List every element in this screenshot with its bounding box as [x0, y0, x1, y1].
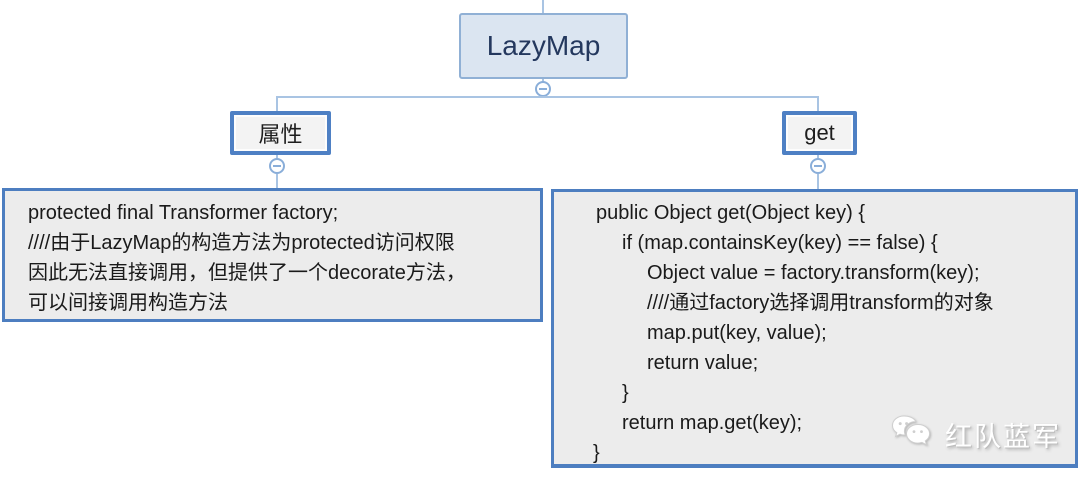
attr-detail-line: ////由于LazyMap的构造方法为protected访问权限 — [28, 232, 455, 254]
topic-lazymap-label: LazyMap — [486, 30, 601, 61]
watermark-label: 红队蓝军 — [945, 421, 1061, 452]
code-line: Object value = factory.transform(key); — [647, 262, 980, 284]
code-line: return value; — [647, 352, 759, 374]
attr-detail-line: protected final Transformer factory; — [28, 202, 339, 224]
topic-attr-detail[interactable]: protected final Transformer factory; ///… — [2, 188, 543, 322]
topic-get[interactable]: get — [782, 111, 857, 155]
attr-detail-line: 因此无法直接调用，但提供了一个decorate方法， — [28, 262, 466, 284]
code-line: public Object get(Object key) { — [596, 202, 866, 224]
code-line: return map.get(key); — [622, 412, 803, 434]
minus-icon — [539, 88, 547, 90]
topic-attr-label: 属性 — [258, 122, 303, 147]
wechat-icon — [891, 414, 937, 454]
minus-icon — [814, 165, 822, 167]
watermark: 红队蓝军 — [891, 414, 1061, 454]
connector-parent-root — [542, 0, 544, 13]
attr-detail-line: 可以间接调用构造方法 — [28, 292, 228, 314]
topic-get-detail[interactable]: public Object get(Object key) { if (map.… — [551, 189, 1078, 468]
topic-attr[interactable]: 属性 — [230, 111, 331, 155]
connector-drop-get — [817, 96, 819, 112]
collapse-icon-get[interactable] — [810, 158, 826, 174]
collapse-icon-root[interactable] — [535, 81, 551, 97]
connector-get-detail — [817, 174, 819, 189]
code-line: } — [593, 442, 600, 464]
topic-lazymap[interactable]: LazyMap — [459, 13, 628, 79]
code-line: map.put(key, value); — [647, 322, 827, 344]
connector-attr-stem — [276, 155, 278, 159]
collapse-icon-attr[interactable] — [269, 158, 285, 174]
code-line: } — [622, 382, 629, 404]
connector-drop-attr — [276, 96, 278, 112]
topic-get-label: get — [804, 120, 835, 145]
connector-get-stem — [817, 155, 819, 159]
connector-rail — [276, 96, 819, 98]
code-line: ////通过factory选择调用transform的对象 — [647, 292, 994, 314]
minus-icon — [273, 165, 281, 167]
connector-attr-detail — [276, 174, 278, 188]
code-line: if (map.containsKey(key) == false) { — [622, 232, 938, 254]
